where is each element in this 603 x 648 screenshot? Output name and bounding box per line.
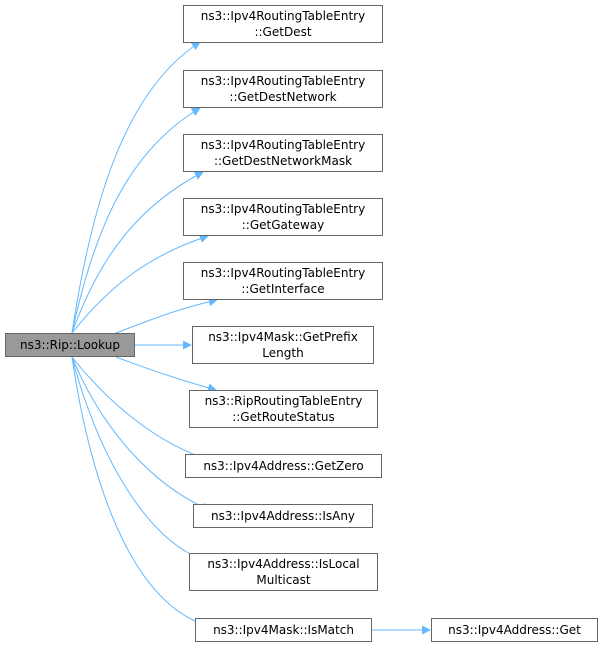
node-label-line: ::GetRouteStatus (232, 410, 335, 424)
node-label-line: ::GetDest (254, 25, 312, 39)
edge-to-getgateway (71, 234, 209, 334)
node-label-line: ::GetDestNetwork (229, 90, 337, 104)
edge-to-ismatch (71, 356, 206, 627)
root-node-rip-lookup[interactable]: ns3::Rip::Lookup (5, 333, 135, 357)
node-label-line: ns3::Ipv4Address::IsLocal (207, 557, 360, 571)
node-label-line: ns3::Ipv4Mask::IsMatch (213, 623, 354, 637)
node-ipv4address-get[interactable]: ns3::Ipv4Address::Get (431, 618, 598, 642)
node-label-line: ns3::RipRoutingTableEntry (204, 394, 363, 408)
edge-to-getzero (71, 356, 211, 462)
node-label-line: ns3::Ipv4RoutingTableEntry (200, 138, 366, 152)
node-getzero[interactable]: ns3::Ipv4Address::GetZero (185, 454, 382, 478)
node-islocalmulticast[interactable]: ns3::Ipv4Address::IsLocal Multicast (189, 553, 378, 591)
node-label-line: ns3::Ipv4Address::Get (448, 623, 581, 637)
node-label-line: ::GetDestNetworkMask (213, 154, 353, 168)
node-label-line: ::GetInterface (241, 282, 325, 296)
node-getroutestatus[interactable]: ns3::RipRoutingTableEntry ::GetRouteStat… (189, 390, 378, 428)
node-ismatch[interactable]: ns3::Ipv4Mask::IsMatch (195, 618, 372, 642)
edge-to-getdestnetworkmask (71, 171, 204, 334)
node-getprefixlength[interactable]: ns3::Ipv4Mask::GetPrefix Length (192, 326, 374, 364)
node-label-line: ns3::Ipv4Mask::GetPrefix (208, 330, 358, 344)
edge-to-getinterface (115, 297, 218, 334)
node-getinterface[interactable]: ns3::Ipv4RoutingTableEntry ::GetInterfac… (183, 262, 383, 300)
node-label-line: ns3::Ipv4RoutingTableEntry (200, 74, 366, 88)
edge-to-getdestnetwork (71, 107, 201, 334)
edge-to-getroutestatus (115, 356, 217, 393)
node-label-line: ns3::Ipv4Address::IsAny (210, 509, 356, 523)
edge-to-getdest (71, 41, 201, 334)
node-label-line: ns3::Ipv4RoutingTableEntry (200, 9, 366, 23)
node-label-line: ::GetGateway (241, 218, 325, 232)
node-label-line: ns3::Ipv4Address::GetZero (203, 459, 364, 473)
node-getdest[interactable]: ns3::Ipv4RoutingTableEntry ::GetDest (183, 5, 383, 43)
node-label-line: Length (262, 346, 304, 360)
node-isany[interactable]: ns3::Ipv4Address::IsAny (193, 504, 373, 528)
root-node-label: ns3::Rip::Lookup (20, 338, 120, 352)
node-label-line: ns3::Ipv4RoutingTableEntry (200, 202, 366, 216)
edge-to-islocalmulticast (71, 356, 205, 562)
node-label-line: Multicast (256, 573, 311, 587)
node-getgateway[interactable]: ns3::Ipv4RoutingTableEntry ::GetGateway (183, 198, 383, 236)
node-getdestnetwork[interactable]: ns3::Ipv4RoutingTableEntry ::GetDestNetw… (183, 70, 383, 108)
node-label-line: ns3::Ipv4RoutingTableEntry (200, 266, 366, 280)
node-getdestnetworkmask[interactable]: ns3::Ipv4RoutingTableEntry ::GetDestNetw… (183, 134, 383, 172)
edge-to-isany (71, 356, 211, 512)
